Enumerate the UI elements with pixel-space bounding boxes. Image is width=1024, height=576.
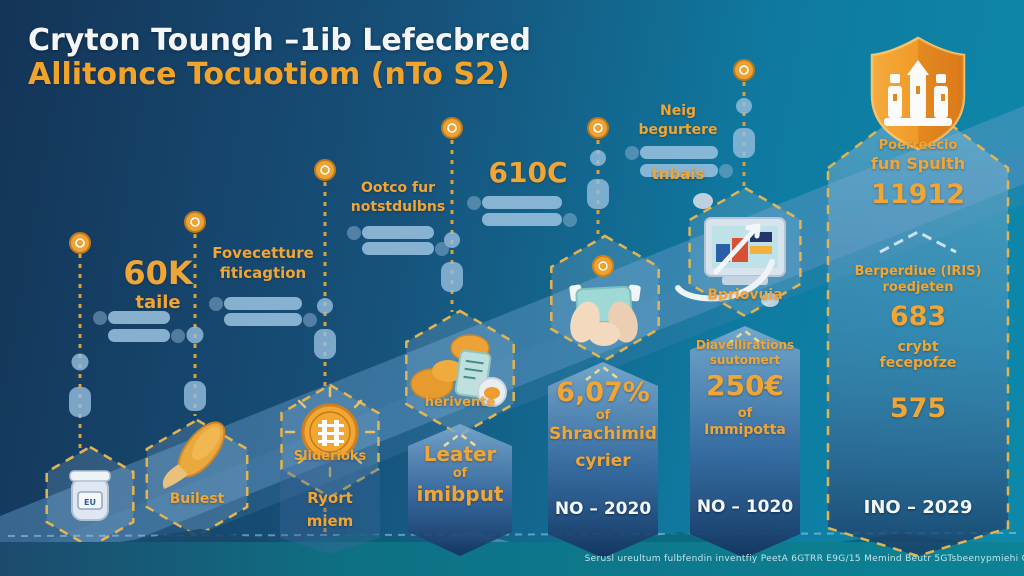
hex-corn-label: Builest	[169, 491, 225, 507]
column-leater-line3: imibput	[416, 482, 504, 506]
column-shrachimd-line1: of	[595, 408, 611, 423]
column-immipotta	[690, 326, 800, 558]
column-spulth-mid1: Berperdiue (IRIS)	[854, 264, 982, 279]
column-shrachimd-line2: Shrachimid	[549, 424, 657, 444]
placeholder-bars	[93, 146, 733, 343]
stat-immipotta-value: 250€	[706, 369, 784, 402]
shield-icon	[870, 36, 966, 151]
hex-nuggets-label: herivente	[424, 395, 496, 410]
column-coin	[280, 452, 380, 554]
jar-label: EU	[84, 498, 96, 507]
column-spulth-date: INO – 2029	[863, 497, 973, 518]
label-neig-1: Neig	[659, 103, 697, 119]
jar-icon: EU	[69, 470, 111, 521]
column-shrachimd	[548, 362, 658, 558]
label-fovecetture-2: fiticagtion	[219, 264, 307, 282]
column-immipotta-head1: Diavellirations	[695, 338, 795, 352]
column-leater-line1: Leater	[423, 442, 497, 466]
label-neig-3: tnbais	[651, 165, 705, 183]
column-spulth-mid2: roedjeten	[882, 280, 954, 295]
column-shrachimd-line3: cyrier	[575, 451, 631, 471]
column-immipotta-line2: Immipotta	[704, 422, 786, 438]
column-immipotta-head2: suutomert	[709, 353, 781, 367]
column-shrachimd-date: NO – 2020	[554, 499, 652, 519]
column-spulth-head1: Poerreecio	[878, 138, 958, 153]
column-immipotta-line1: of	[737, 406, 753, 421]
column-leater	[408, 424, 512, 556]
column-immipotta-date: NO – 1020	[696, 497, 794, 517]
stat-spulth-value2: 683	[889, 301, 947, 332]
stat-shrachimd-value: 6,07%	[556, 377, 650, 408]
column-spulth-head2: fun Spulth	[870, 154, 966, 173]
stat-60k-label: taile	[135, 292, 181, 313]
monitor-icon	[675, 193, 786, 307]
banner-columns	[280, 98, 1010, 558]
column-spulth	[826, 98, 1010, 558]
column-leater-line2: of	[452, 466, 468, 481]
milestone-marker-icon	[69, 59, 755, 254]
hands-phone-icon	[569, 255, 641, 346]
coin-icon	[284, 386, 376, 478]
label-ootco-1: Ootco fur	[361, 180, 435, 196]
page-subtitle: Allitonce Tocuotiom (nTo S2)	[28, 57, 510, 92]
column-spulth-mid3: crybt	[897, 339, 939, 355]
hex-coin-sub-2: miem	[306, 512, 354, 530]
hex-coin-label: Sliderioks	[293, 449, 367, 464]
label-neig-2: begurtere	[638, 122, 718, 138]
stat-60k-value: 60K	[123, 254, 193, 292]
column-spulth-mid4: fecepofze	[879, 355, 957, 371]
stat-spulth-value3: 575	[889, 393, 947, 424]
hex-monitor-label: Bpriovuia	[707, 287, 783, 303]
hex-coin-sub-1: Ryort	[307, 489, 353, 507]
footer-caption: Serusl ureultum fulbfendin inventfiy Pee…	[584, 554, 1024, 564]
page-title: Cryton Toungh –1ib Lefecbred	[28, 23, 532, 58]
stat-spulth-value1: 11912	[871, 179, 965, 210]
pin-icon	[69, 98, 755, 417]
label-ootco-2: notstdulbns	[350, 199, 446, 215]
stat-610c-value: 610C	[488, 156, 568, 189]
gold-nuggets-icon	[410, 334, 507, 407]
corn-icon	[162, 421, 226, 489]
label-fovecetture-1: Fovecetture	[212, 244, 314, 262]
